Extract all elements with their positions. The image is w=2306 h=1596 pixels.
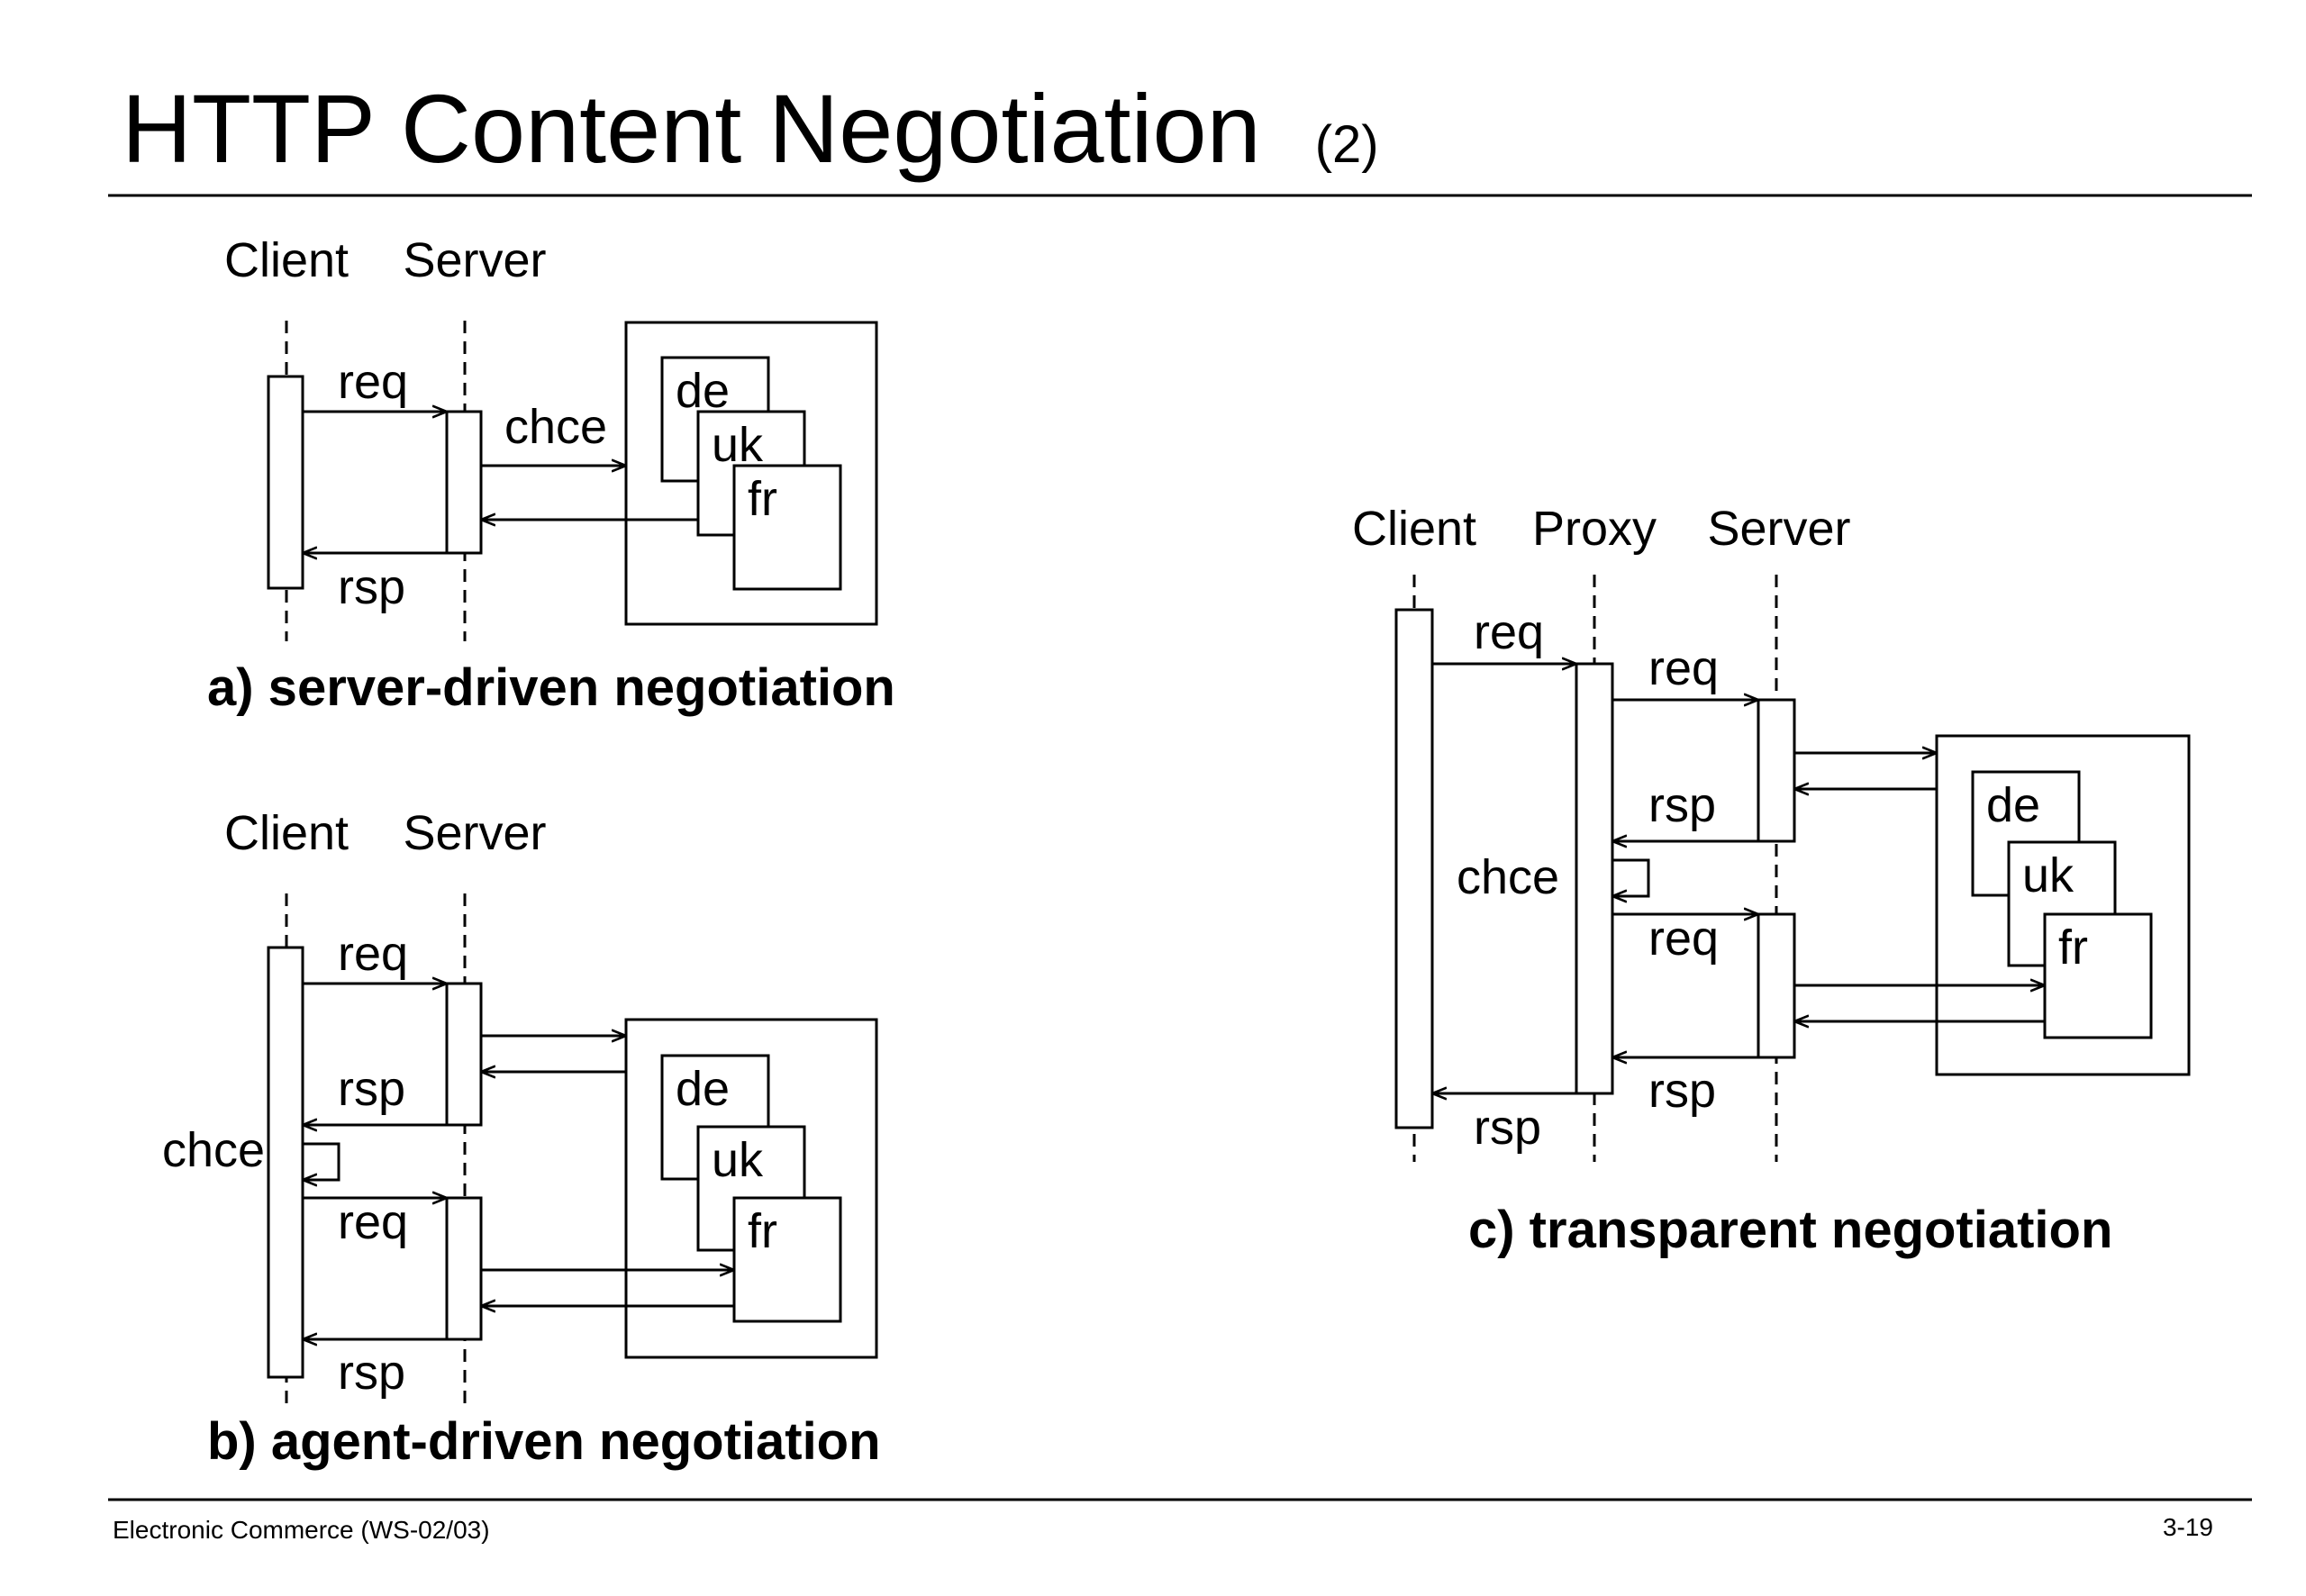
- slide-title-suffix: (2): [1315, 115, 1379, 174]
- server-activation-1: [445, 982, 483, 1127]
- rsp-label-client: rsp: [1474, 1101, 1541, 1155]
- server-label: Server: [403, 233, 546, 287]
- chce-label: chce: [162, 1123, 265, 1177]
- variant-doc-fr: [732, 464, 842, 591]
- rsp-label-proxy-2: rsp: [1648, 1064, 1716, 1118]
- client-activation: [267, 375, 304, 590]
- client-activation: [1394, 608, 1434, 1129]
- diagram-caption: a) server-driven negotiation: [207, 658, 895, 717]
- client-label: Client: [224, 233, 349, 287]
- req-label-proxy-2: req: [1648, 911, 1719, 966]
- slide-header: HTTP Content Negotiation (2): [108, 74, 2252, 197]
- client-activation: [267, 946, 304, 1379]
- proxy-label: Proxy: [1532, 502, 1657, 556]
- chce-self-arrow: [1612, 858, 1650, 896]
- req-label-2: req: [338, 1195, 408, 1249]
- rsp-label: rsp: [338, 560, 405, 614]
- req-label-proxy-1: req: [1648, 641, 1719, 695]
- variant-label-uk: uk: [2022, 848, 2074, 902]
- server-activation-2: [445, 1196, 483, 1341]
- client-label: Client: [1352, 502, 1476, 556]
- variant-label-fr: fr: [2058, 920, 2088, 975]
- slide-title-main: HTTP Content Negotiation: [122, 74, 1261, 183]
- variant-label-fr: fr: [748, 1204, 777, 1258]
- server-activation: [445, 410, 483, 555]
- diagram-caption: b) agent-driven negotiation: [207, 1412, 881, 1471]
- server-activation-1: [1757, 698, 1796, 843]
- rsp-label-1: rsp: [338, 1062, 405, 1116]
- slide-footer: Electronic Commerce (WS-02/03) 3-19: [108, 1498, 2252, 1544]
- variant-label-uk: uk: [712, 418, 764, 472]
- rsp-label-proxy-1: rsp: [1648, 778, 1716, 832]
- chce-label: chce: [1457, 850, 1559, 904]
- variant-frame: [624, 1018, 878, 1359]
- server-label: Server: [1707, 502, 1850, 556]
- diagram-agent-driven: Client Server de uk fr req rsp chce req …: [162, 806, 881, 1471]
- variant-label-de: de: [676, 364, 730, 418]
- proxy-activation: [1575, 662, 1614, 1095]
- chce-label: chce: [504, 400, 607, 454]
- chce-self-arrow: [303, 1142, 340, 1180]
- server-activation-2: [1757, 912, 1796, 1059]
- req-label: req: [338, 355, 408, 409]
- req-label-client: req: [1474, 605, 1544, 659]
- variant-label-fr: fr: [748, 472, 777, 526]
- variant-label-de: de: [676, 1062, 730, 1116]
- client-label: Client: [224, 806, 349, 860]
- footer-course: Electronic Commerce (WS-02/03): [113, 1516, 490, 1544]
- slide-title: HTTP Content Negotiation (2): [122, 74, 1379, 183]
- rsp-label-2: rsp: [338, 1346, 405, 1400]
- variant-frame: [624, 321, 878, 626]
- req-label-1: req: [338, 927, 408, 981]
- variant-label-de: de: [1986, 778, 2040, 832]
- variant-doc-fr: [2043, 912, 2153, 1039]
- server-label: Server: [403, 806, 546, 860]
- diagram-caption: c) transparent negotiation: [1468, 1201, 2112, 1259]
- variant-label-uk: uk: [712, 1133, 764, 1187]
- variant-doc-fr: [732, 1196, 842, 1323]
- footer-page-number: 3-19: [2163, 1513, 2213, 1541]
- diagram-server-driven: Client Server de uk fr req chce rsp a) s…: [207, 233, 895, 717]
- diagram-transparent: Client Proxy Server de uk fr req req rsp…: [1352, 502, 2191, 1259]
- variant-frame: [1935, 734, 2191, 1076]
